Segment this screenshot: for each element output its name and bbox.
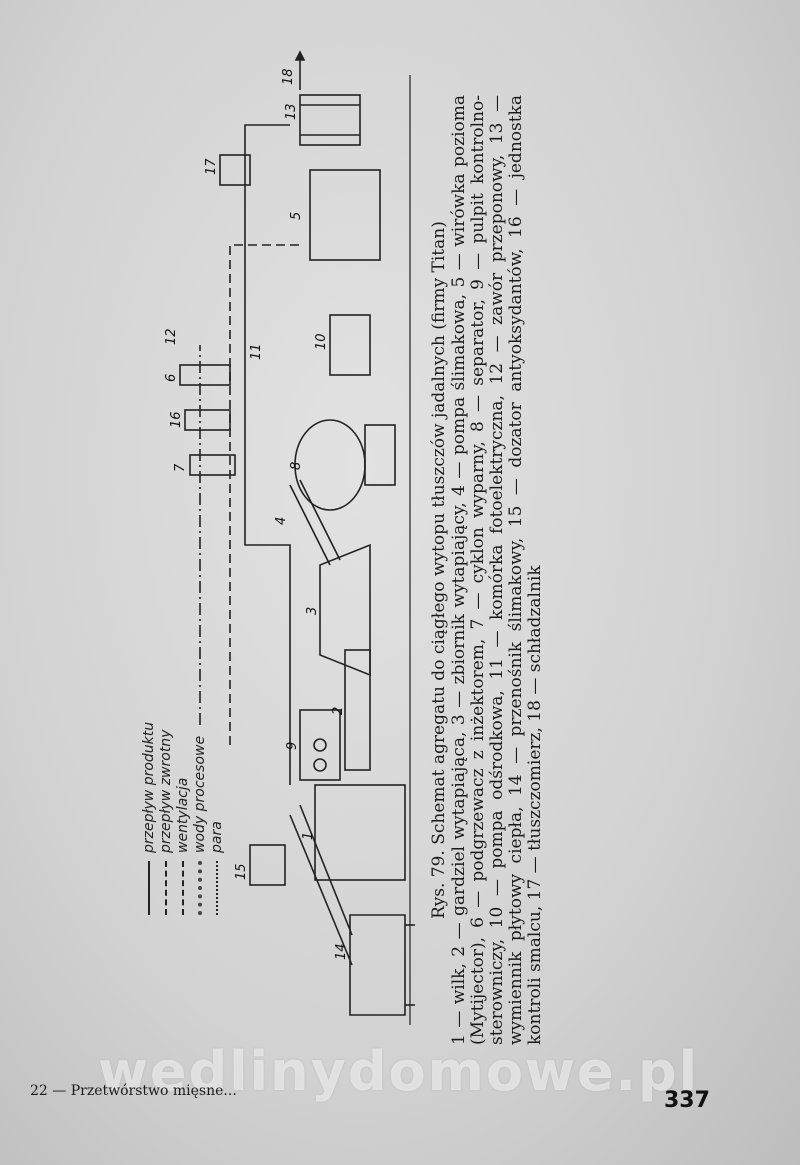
label-10: 10 [314,333,329,350]
label-1: 1 [301,832,316,840]
legend-item-product-flow: przepływ produktu [140,722,157,915]
running-footer: 22 — Przetwórstwo mięsne... [30,1083,237,1099]
equipment-14-conveyor [349,914,406,1016]
figure-caption: Rys. 79. Schemat agregatu do ciągłego wy… [429,95,545,1045]
label-16: 16 [169,411,184,428]
legend-item-return-flow: przepływ zwrotny [157,722,174,915]
legend-dashed-swatch [164,861,167,915]
equipment-10-pump [329,314,371,376]
label-14: 14 [334,943,349,960]
equipment-5-centrifuge [309,169,381,261]
label-6: 6 [164,374,179,382]
equipment-4-pump [289,484,331,566]
label-7: 7 [173,463,188,472]
label-3: 3 [305,607,320,615]
equipment-17-fat-meter [219,154,251,186]
equipment-7-cyclone [189,454,236,476]
legend-dotted-swatch [215,861,218,915]
legend-item-process-water: wody procesowe [191,722,208,915]
product-flow-line [244,124,291,785]
label-11: 11 [249,343,264,360]
equipment-3-tank [319,543,371,677]
equipment-9-control-desk [299,709,341,781]
legend-solid-swatch [147,861,150,915]
return-flow-line [229,244,300,745]
caption-text: 1 — wilk, 2 — gardziel wytapiająca, 3 — … [449,95,545,1045]
legend-label: para [208,821,225,853]
equipment-1-grinder [314,784,406,881]
legend-item-steam: para [208,722,225,915]
label-13: 13 [284,103,299,120]
label-9: 9 [285,742,300,750]
legend: przepływ produktu przepływ zwrotny wenty… [140,722,225,915]
caption-title: Rys. 79. Schemat agregatu do ciągłego wy… [429,221,449,919]
legend-label: wody procesowe [191,735,208,853]
label-12: 12 [164,328,179,345]
equipment-2-throat [344,649,371,771]
legend-label: przepływ produktu [140,721,157,853]
equipment-8-separator [294,419,366,511]
equipment-15-dozer [249,844,286,886]
equipment-6-heater [179,364,231,386]
process-diagram: 14 1 15 9 2 3 4 8 7 16 6 12 11 10 5 17 1… [164,50,415,1025]
label-15: 15 [234,863,249,880]
legend-dashdot-swatch [181,861,184,915]
equipment-16-lard-control [184,409,231,431]
watermark: wedlinydomowe.pl [98,1040,700,1103]
page-number: 337 [664,1088,710,1113]
label-8: 8 [289,462,304,470]
label-4: 4 [274,517,289,525]
legend-hatched-swatch [197,861,202,915]
label-17: 17 [204,158,219,175]
label-5: 5 [289,212,304,220]
equipment-13-exchanger [299,94,361,146]
legend-item-ventilation: wentylacja [174,722,191,915]
legend-label: wentylacja [174,777,191,853]
label-18: 18 [281,68,296,85]
label-2: 2 [331,707,346,715]
legend-label: przepływ zwrotny [157,729,174,853]
